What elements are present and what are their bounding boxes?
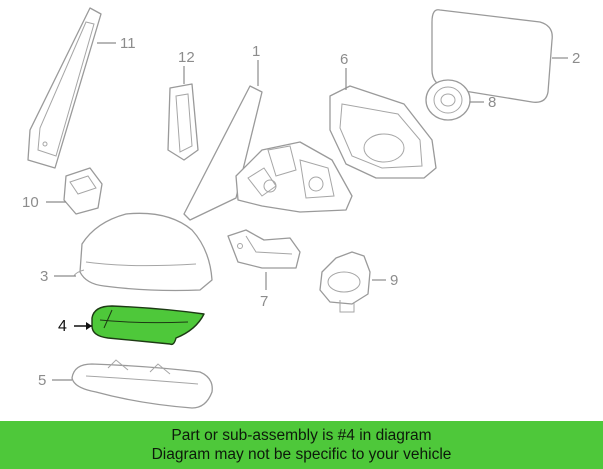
callout-10: 10 [22, 194, 39, 211]
callout-11: 11 [120, 35, 136, 52]
callout-3: 3 [40, 268, 48, 285]
part-1-mirror-frame [183, 60, 353, 221]
part-10-cap [46, 167, 103, 215]
callout-4: 4 [58, 318, 67, 335]
part-11-sail-panel [27, 7, 116, 169]
part-12-trim-piece [167, 66, 199, 161]
callout-6: 6 [340, 51, 348, 68]
part-2-mirror-glass [431, 9, 568, 103]
callout-1: 1 [252, 43, 260, 60]
part-9-socket [319, 251, 386, 313]
callout-12: 12 [178, 49, 195, 66]
part-3-mirror-cover [54, 212, 213, 292]
notice-line-2: Diagram may not be specific to your vehi… [151, 446, 452, 463]
part-6-backing-plate [329, 68, 437, 179]
callout-8: 8 [488, 94, 496, 111]
part-4-turn-signal-lamp [74, 305, 205, 346]
callout-2: 2 [572, 50, 580, 67]
notice-banner: Part or sub-assembly is #4 in diagram Di… [0, 421, 603, 469]
part-7-bracket [227, 229, 301, 290]
callout-5: 5 [38, 372, 46, 389]
callout-7: 7 [260, 293, 268, 310]
notice-line-1: Part or sub-assembly is #4 in diagram [171, 427, 432, 444]
part-8-actuator [425, 79, 484, 121]
callout-9: 9 [390, 272, 398, 289]
part-5-trim-strip [52, 359, 213, 409]
